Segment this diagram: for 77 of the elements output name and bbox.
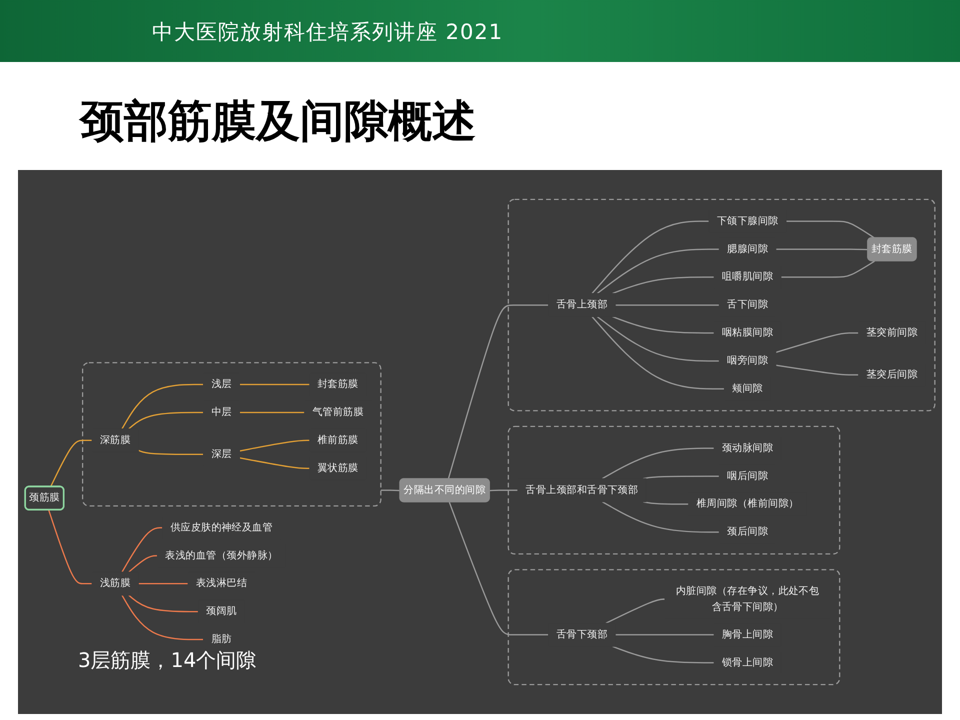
node-text: 茎突后间隙 — [866, 368, 918, 381]
node-text: 翼状筋膜 — [317, 462, 358, 474]
cluster — [508, 426, 840, 555]
node-text: 深层 — [211, 448, 232, 460]
note-text: 3层筋膜，14个间隙 — [78, 647, 256, 674]
node-text: 锁骨上间隙 — [722, 656, 774, 668]
node-text: 表浅的血管（颈外静脉） — [165, 550, 278, 562]
connector — [781, 260, 875, 278]
node-text: 舌骨上颈部和舌骨下颈部 — [526, 484, 638, 496]
connector — [642, 501, 689, 505]
node-text: 浅筋膜 — [100, 578, 131, 590]
connector — [240, 412, 304, 414]
connector — [128, 594, 198, 612]
cluster — [82, 362, 382, 507]
connector — [448, 304, 548, 480]
connector — [776, 248, 868, 250]
node-text: 内脏间隙（存在争议，此处不包含舌骨下间隙） — [676, 585, 820, 613]
node-text: 脂肪 — [211, 633, 232, 646]
node-text: 腮腺间隙 — [727, 243, 768, 255]
slide-title: 颈部筋膜及间隙概述 — [80, 96, 476, 149]
connector — [592, 316, 724, 390]
node-text: 浅层 — [211, 378, 232, 390]
connector — [138, 583, 188, 584]
node-text: 咽后间隙 — [727, 470, 768, 482]
connector — [122, 384, 204, 430]
cluster — [508, 569, 840, 686]
node-text: 下颌下腺间隙 — [716, 215, 778, 227]
connector — [490, 490, 518, 492]
connector — [606, 598, 665, 624]
connector — [122, 594, 204, 640]
connector — [239, 440, 310, 452]
node-text: 咽粘膜间隙 — [722, 326, 774, 339]
connector — [138, 450, 204, 456]
mind-map-panel: 舌骨下颈部 内脏间隙（存在争议，此处不包含舌骨下间隙） 胸骨上间隙 锁骨上间隙 舌骨上颈部和舌骨下颈部 颈动脉间隙 咽后间隙 椎周间隙（椎前间隙） 颈后间隙 舌骨上颈部 下颌下腺间隙 腮腺间隙 咀嚼肌间隙 封套筋膜 舌下间隙 咽粘膜间隙 咽旁间隙 茎突前间隙 茎突后间隙 颊间隙 深筋膜 浅层 封套筋膜 中层 气管前筋膜 深层 椎前筋膜 翼状筋膜 颈筋膜 浅筋膜 供应皮肤的神经及血管 表浅的血管（颈外静脉） 表浅淋巴结 颈阔肌 脂肪 分隔出不同的间隙 3层筋膜，14个间隙 — [18, 170, 942, 714]
connector — [596, 316, 720, 362]
cluster — [508, 198, 936, 412]
connector — [128, 412, 204, 430]
connector — [239, 457, 310, 469]
connector — [786, 220, 875, 239]
node-text: 表浅淋巴结 — [196, 578, 248, 590]
node-text: 深筋膜 — [100, 434, 131, 446]
connector — [128, 555, 158, 573]
connector — [776, 364, 859, 376]
connector — [122, 527, 162, 572]
node-text: 椎前筋膜 — [317, 434, 358, 446]
connector — [776, 332, 859, 353]
node-text: 椎周间隙（椎前间隙） — [696, 498, 799, 510]
node-text: 颈动脉间隙 — [722, 442, 774, 454]
node-text: 中层 — [211, 406, 232, 418]
node-text: 供应皮肤的神经及血管 — [170, 522, 273, 534]
node-text: 茎突前间隙 — [866, 326, 918, 339]
node-text: 咀嚼肌间隙 — [722, 271, 774, 283]
node-text: 咽旁间隙 — [727, 354, 768, 367]
connector — [380, 490, 400, 492]
connector — [602, 448, 714, 480]
connector — [602, 501, 720, 533]
connector — [642, 476, 720, 480]
connector — [596, 248, 720, 294]
node-text: 胸骨上间隙 — [722, 628, 774, 641]
node-text: 颊间隙 — [732, 382, 763, 395]
node-text: 颈后间隙 — [727, 526, 768, 538]
connector — [592, 220, 709, 294]
connector — [448, 502, 548, 636]
connector — [48, 510, 92, 584]
node-text: 颈阔肌 — [206, 605, 237, 618]
node-text: 舌骨下颈部 — [556, 628, 608, 641]
node-text: 封套筋膜 — [317, 378, 358, 390]
header-text: 中大医院放射科住培系列讲座 2021 — [152, 19, 504, 46]
node-text: 气管前筋膜 — [312, 406, 364, 418]
connector — [612, 316, 714, 334]
connector — [240, 384, 310, 386]
connector — [612, 646, 714, 664]
connector — [615, 304, 720, 306]
connector — [615, 634, 714, 636]
connector — [612, 276, 714, 294]
connector — [50, 440, 92, 488]
node-text: 舌下间隙 — [727, 298, 768, 311]
